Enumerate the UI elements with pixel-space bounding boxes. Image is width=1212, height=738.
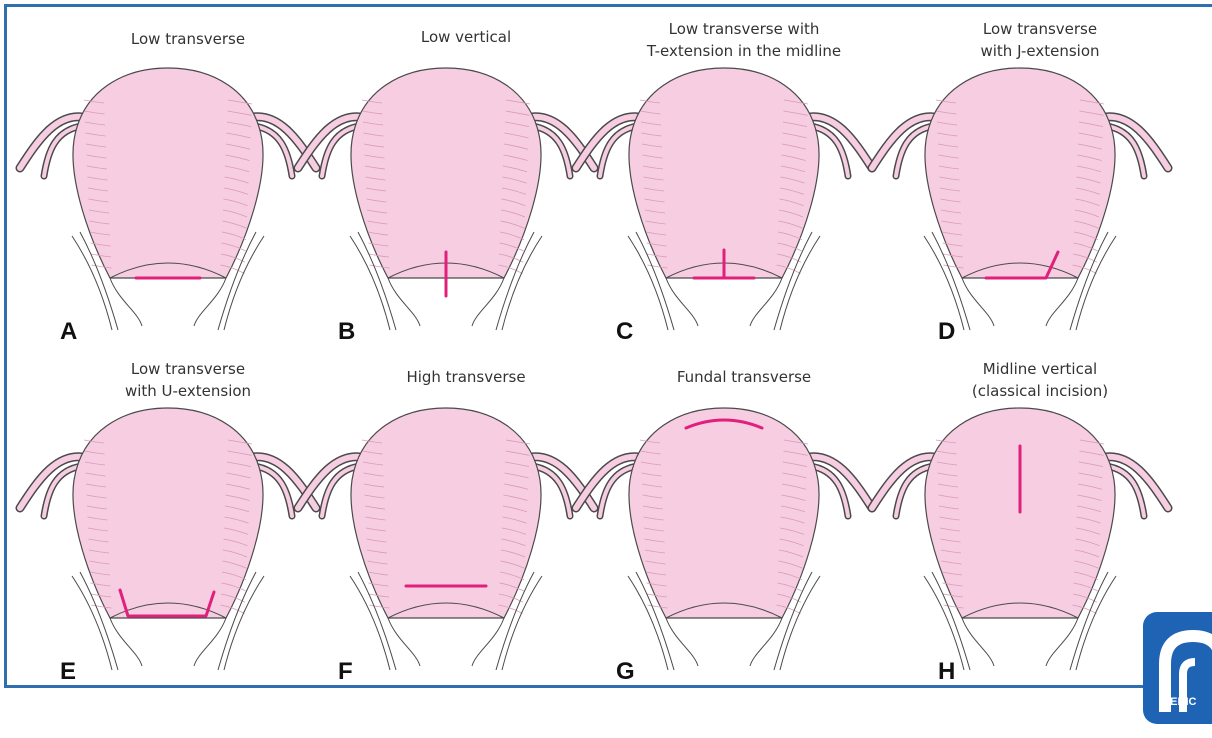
panel-caption: Midline vertical — [890, 358, 1190, 380]
uterus-illustration — [872, 68, 1168, 330]
panel-letter: F — [338, 658, 353, 686]
uterus-illustration — [20, 68, 316, 330]
uterus-illustration — [576, 68, 872, 330]
panel-caption: (classical incision) — [890, 380, 1190, 402]
panel-caption: with J-extension — [890, 40, 1190, 62]
panel-caption: Low transverse with — [594, 18, 894, 40]
uterus-illustration — [298, 408, 594, 670]
uterus-diagram — [556, 340, 896, 680]
panel-h: Midline vertical(classical incision)H — [852, 340, 1152, 680]
publisher-logo: MEDIC — [1143, 612, 1212, 724]
panel-caption: Fundal transverse — [594, 366, 894, 388]
panel-letter: G — [616, 658, 635, 686]
panel-caption: Low transverse — [890, 18, 1190, 40]
panel-letter: E — [60, 658, 76, 686]
uterus-illustration — [576, 408, 872, 670]
uterus-illustration — [20, 408, 316, 670]
panel-letter: H — [938, 658, 955, 686]
panel-caption: T-extension in the midline — [594, 40, 894, 62]
logo-text: MEDIC — [1161, 696, 1197, 708]
